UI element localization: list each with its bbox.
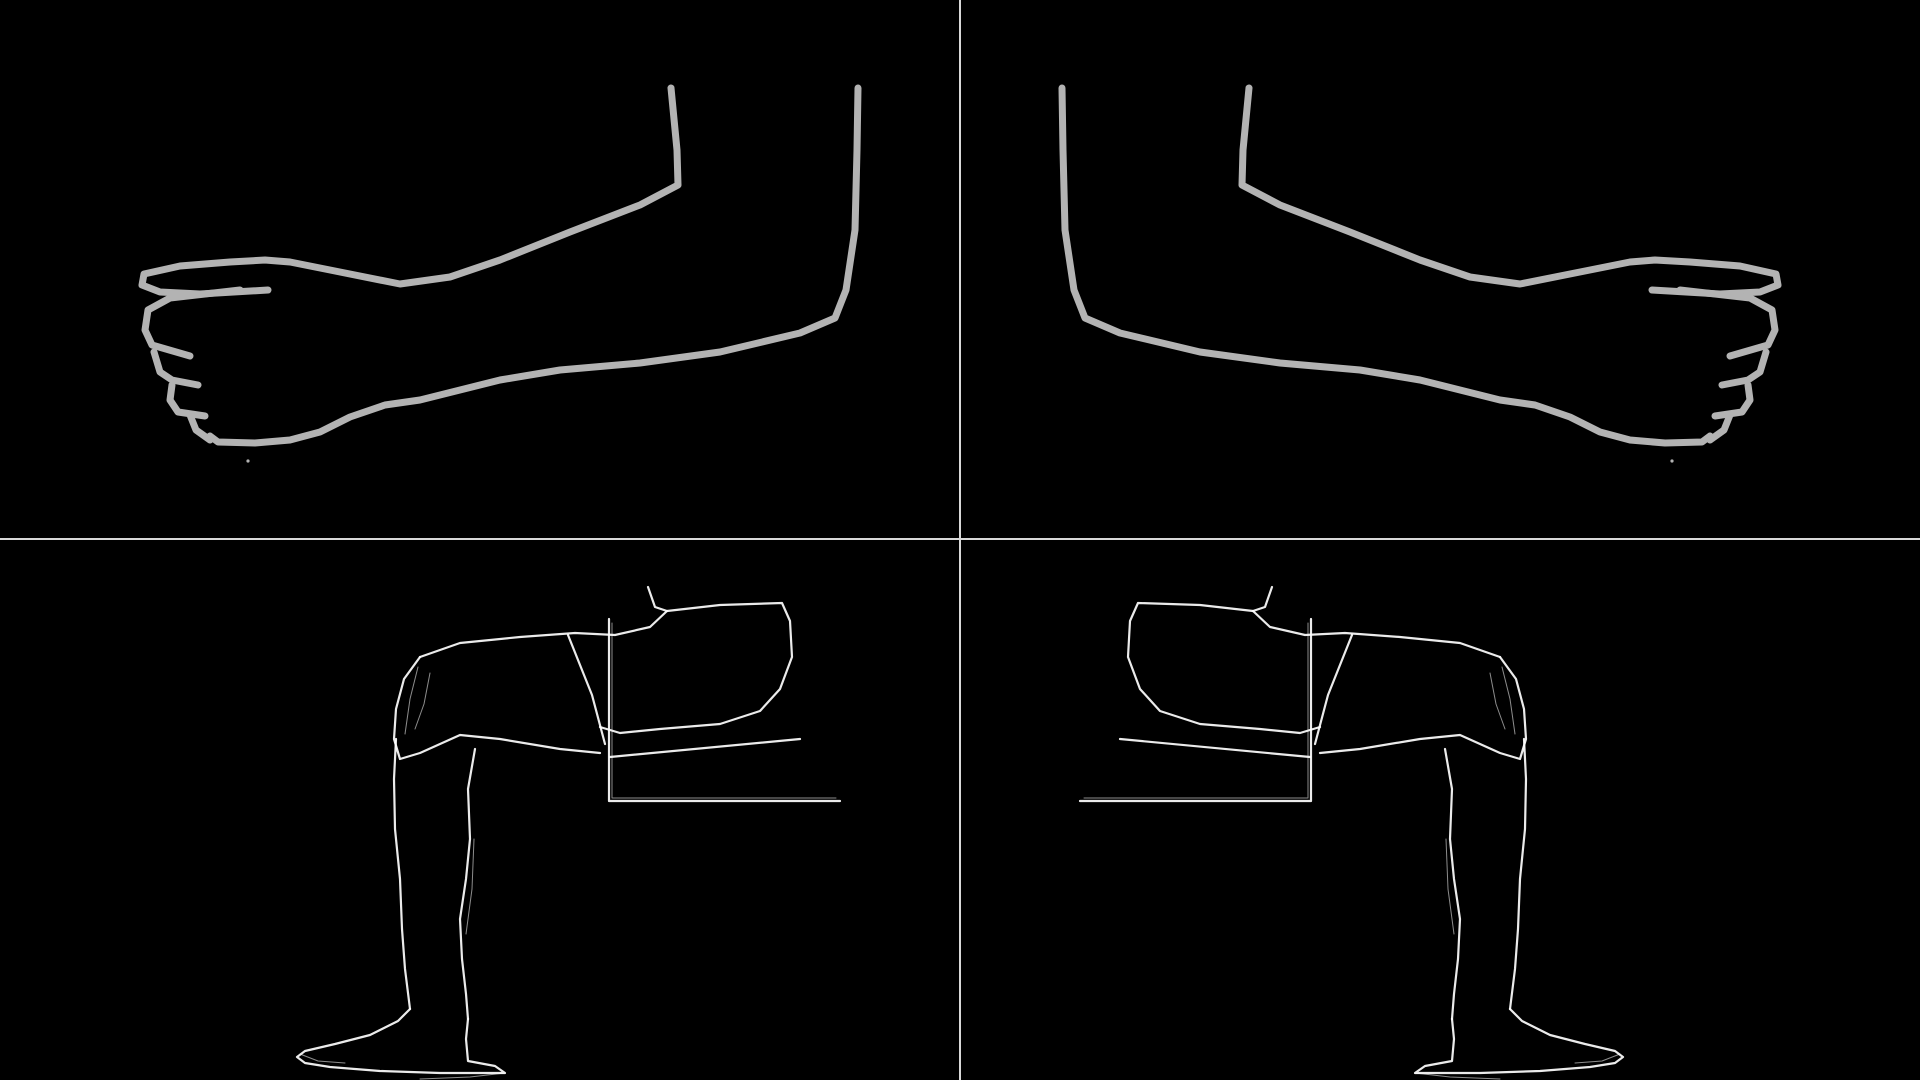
leg-sketch-drawing: [295, 585, 842, 1080]
arm-outline: [1058, 84, 1782, 463]
leg-sketch-drawing-mirrored: [1078, 585, 1625, 1080]
leg-sketch: [1078, 585, 1625, 1080]
leg-sketch: [295, 585, 842, 1080]
horizontal-divider: [0, 538, 1920, 540]
arm-outline-drawing: [138, 84, 862, 463]
panel-arm-left: [0, 0, 960, 539]
panel-leg-left: [0, 539, 960, 1080]
arm-outline-drawing-mirrored: [1058, 84, 1782, 463]
panel-leg-right: [960, 539, 1920, 1080]
vertical-divider: [959, 0, 961, 1080]
arm-outline: [138, 84, 862, 463]
panel-arm-right: [960, 0, 1920, 539]
